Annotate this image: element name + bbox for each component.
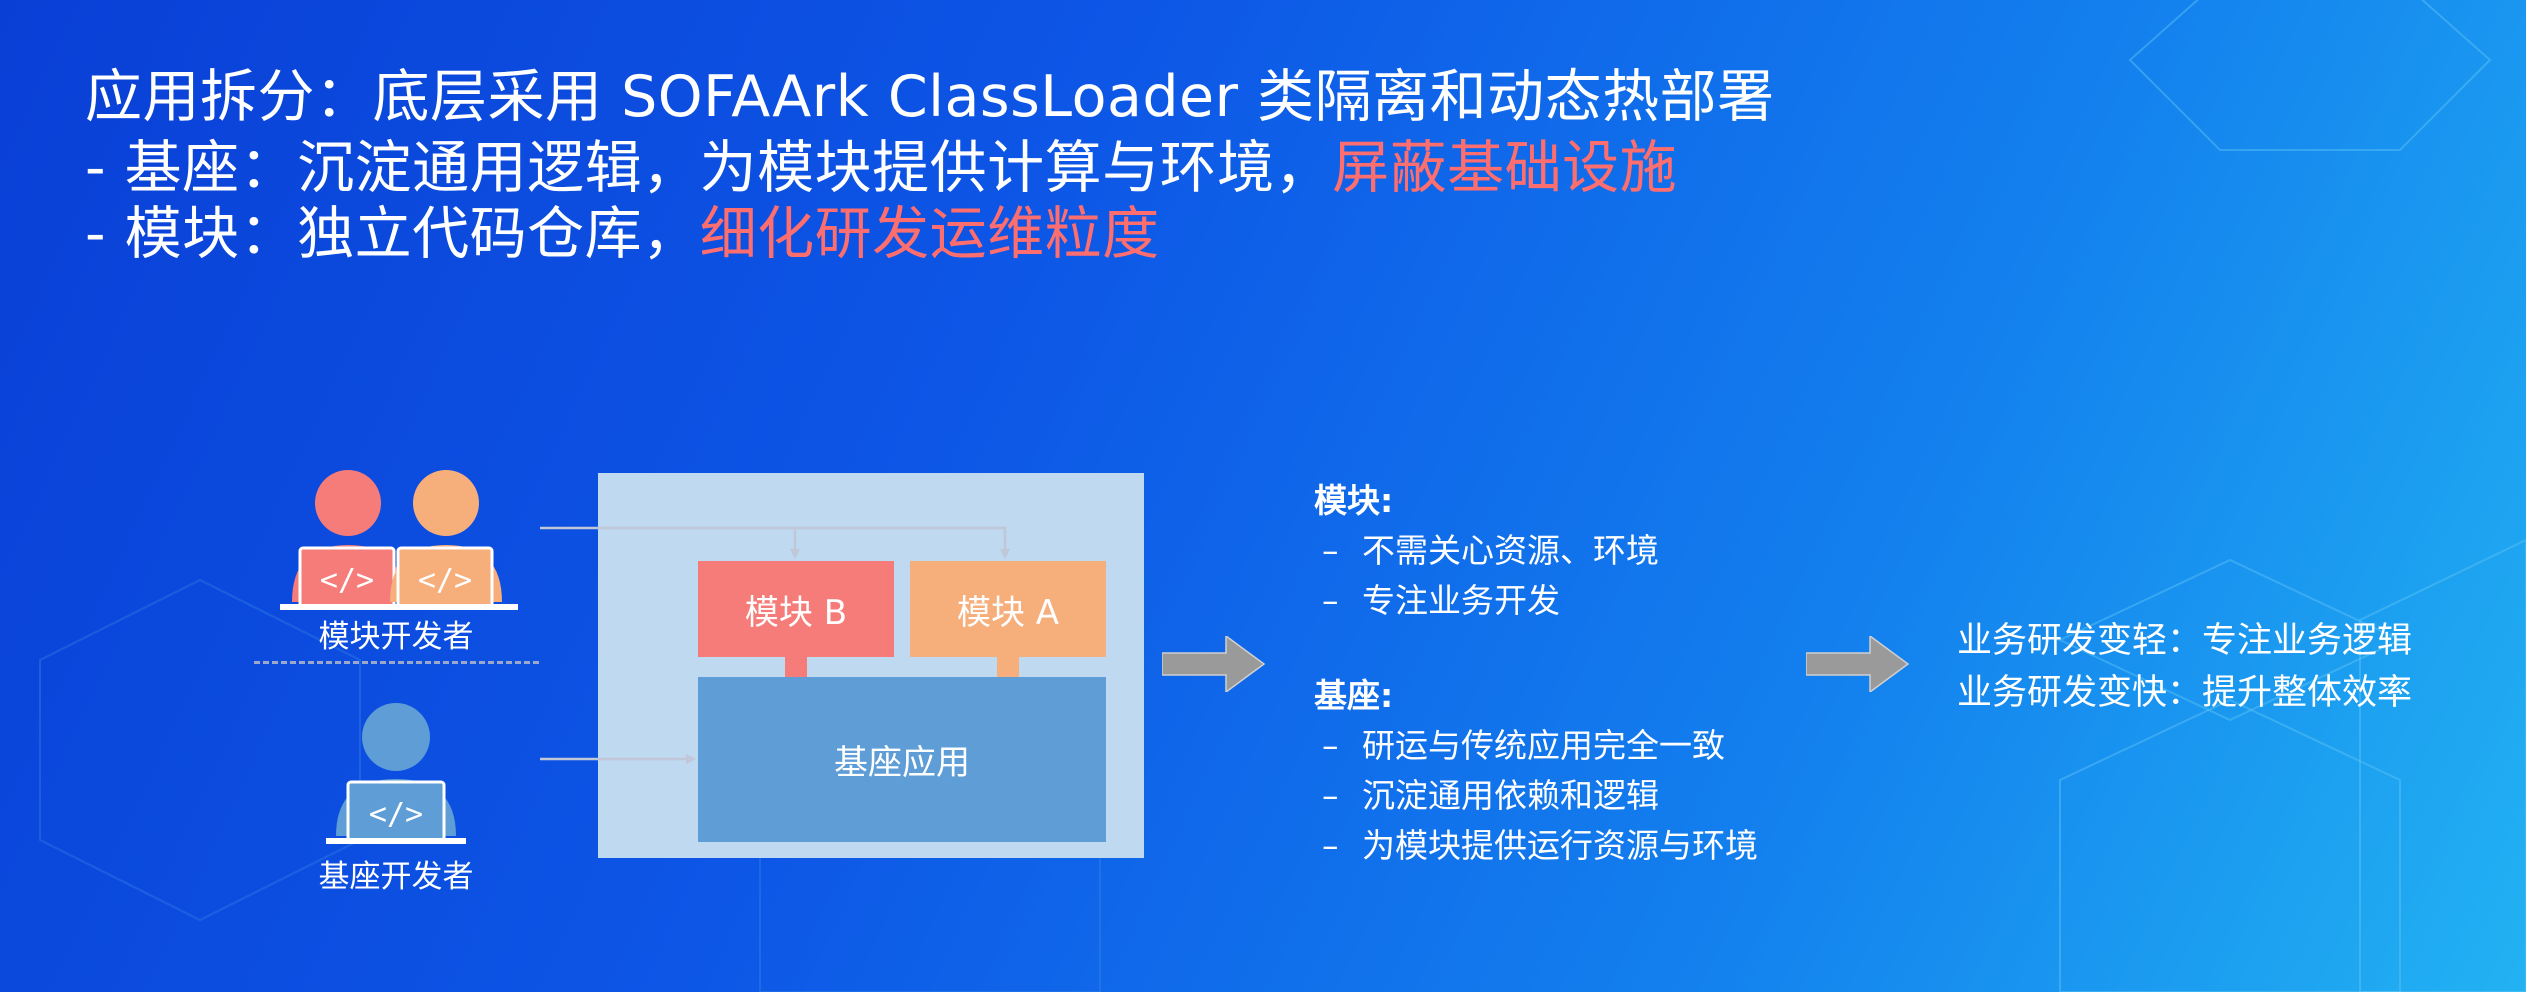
- module-item: –专注业务开发: [1322, 574, 1560, 622]
- module-section-title: 模块:: [1314, 481, 1394, 520]
- item-dash: –: [1322, 726, 1339, 765]
- item-dash: –: [1322, 776, 1339, 815]
- base-item-text: 研运与传统应用完全一致: [1362, 726, 1725, 765]
- module-item: –不需关心资源、环境: [1322, 524, 1659, 572]
- item-dash: –: [1322, 826, 1339, 865]
- hex-outline: [2128, 0, 2492, 151]
- module-developer-orange-icon: </>: [388, 470, 518, 610]
- module-dev-to-module-a-arrow: [540, 526, 1010, 559]
- headline-base-accent: 屏蔽基础设施: [1332, 135, 1678, 201]
- headline-base: - 基座：沉淀通用逻辑，为模块提供计算与环境，屏蔽基础设施: [85, 140, 1677, 197]
- headline-module: - 模块：独立代码仓库，细化研发运维粒度: [85, 206, 1160, 263]
- module-developer-red-icon: </>: [280, 470, 410, 610]
- headline-module-accent: 细化研发运维粒度: [699, 201, 1160, 267]
- module-b-box: 模块 B: [698, 561, 894, 657]
- base-developer-blue-icon: </>: [326, 703, 466, 844]
- base-developer-label: 基座开发者: [318, 859, 474, 895]
- headline-base-text: - 基座：沉淀通用逻辑，为模块提供计算与环境，: [85, 135, 1333, 201]
- hex-outline: [2359, 538, 2526, 992]
- result-lighter: 业务研发变轻：专注业务逻辑: [1957, 621, 2413, 661]
- code-glyph: </>: [418, 563, 472, 598]
- module-a-box: 模块 A: [910, 561, 1106, 657]
- hex-outline: [2059, 698, 2401, 992]
- base-item-text: 为模块提供运行资源与环境: [1362, 826, 1758, 865]
- base-section-title: 基座:: [1314, 676, 1394, 715]
- base-app-box: 基座应用: [698, 677, 1106, 842]
- code-glyph: </>: [320, 563, 374, 598]
- module-developer-label: 模块开发者: [318, 619, 474, 655]
- headline-module-text: - 模块：独立代码仓库，: [85, 201, 700, 267]
- module-item-text: 不需关心资源、环境: [1362, 531, 1659, 570]
- base-item: –为模块提供运行资源与环境: [1322, 819, 1758, 867]
- hex-outline: [2057, 558, 2403, 722]
- code-glyph: </>: [369, 797, 423, 832]
- arrow-right-icon: [1806, 636, 1910, 692]
- arrow-right-icon: [1162, 636, 1266, 692]
- base-item: –研运与传统应用完全一致: [1322, 719, 1725, 767]
- module-item-text: 专注业务开发: [1362, 581, 1560, 620]
- base-item: –沉淀通用依赖和逻辑: [1322, 769, 1659, 817]
- result-faster: 业务研发变快：提升整体效率: [1957, 673, 2413, 713]
- base-item-text: 沉淀通用依赖和逻辑: [1362, 776, 1659, 815]
- developer-divider: [254, 661, 539, 664]
- item-dash: –: [1322, 531, 1339, 570]
- headline-app-split: 应用拆分：底层采用 SOFAArk ClassLoader 类隔离和动态热部署: [85, 64, 1775, 130]
- item-dash: –: [1322, 581, 1339, 620]
